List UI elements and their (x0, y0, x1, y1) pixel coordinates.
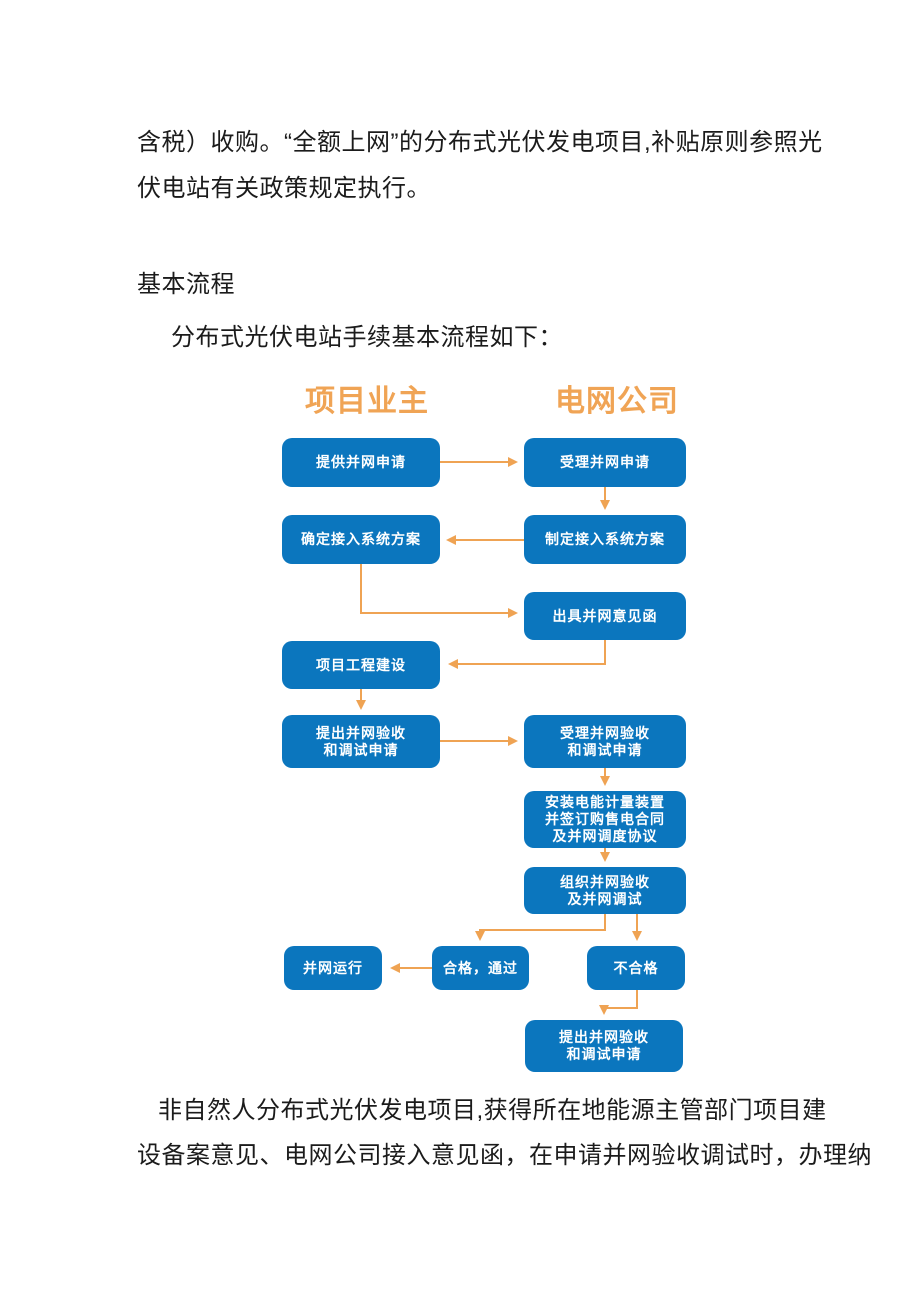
paragraph-top-line-1: 含税）收购。“全额上网”的分布式光伏发电项目,补贴原则参照光 (137, 129, 823, 156)
flow-node-accept-acceptance-application: 受理并网验收 和调试申请 (524, 715, 686, 768)
flow-node-issue-opinion-letter: 出具并网意见函 (524, 592, 686, 640)
intro-line: 分布式光伏电站手续基本流程如下： (171, 324, 563, 351)
flow-node-resubmit-acceptance-application: 提出并网验收 和调试申请 (525, 1020, 683, 1072)
paragraph-bottom-line-2: 设备案意见、电网公司接入意见函，在申请并网验收调试时，办理纳 (137, 1142, 872, 1169)
flow-node-organize-acceptance-debugging: 组织并网验收 及并网调试 (524, 867, 686, 914)
flow-node-project-construction: 项目工程建设 (282, 641, 440, 689)
flow-node-install-metering-sign-contracts: 安装电能计量装置 并签订购售电合同 及并网调度协议 (524, 791, 686, 848)
flow-node-accept-grid-application: 受理并网申请 (524, 438, 686, 487)
flow-node-submit-acceptance-application: 提出并网验收 和调试申请 (282, 715, 440, 768)
column-header-grid-company: 电网公司 (555, 385, 679, 418)
paragraph-top-line-2: 伏电站有关政策规定执行。 (137, 175, 431, 202)
flow-node-provide-grid-application: 提供并网申请 (282, 438, 440, 487)
flow-node-confirm-access-plan: 确定接入系统方案 (282, 515, 440, 564)
flow-node-qualified-pass: 合格，通过 (432, 946, 529, 990)
arrow-organize-to-qualified (475, 914, 606, 941)
arrow-issue-letter-to-construction (448, 640, 606, 669)
column-header-project-owner: 项目业主 (305, 385, 429, 418)
flow-node-grid-connected-operation: 并网运行 (284, 946, 382, 990)
flow-node-not-qualified: 不合格 (587, 946, 685, 990)
arrow-confirm-to-issue-letter (360, 564, 518, 618)
section-heading: 基本流程 (137, 271, 235, 298)
flow-node-draft-access-plan: 制定接入系统方案 (524, 515, 686, 564)
arrow-not-qualified-to-resubmit (599, 990, 638, 1015)
paragraph-bottom-line-1: 非自然人分布式光伏发电项目,获得所在地能源主管部门项目建 (158, 1097, 827, 1124)
